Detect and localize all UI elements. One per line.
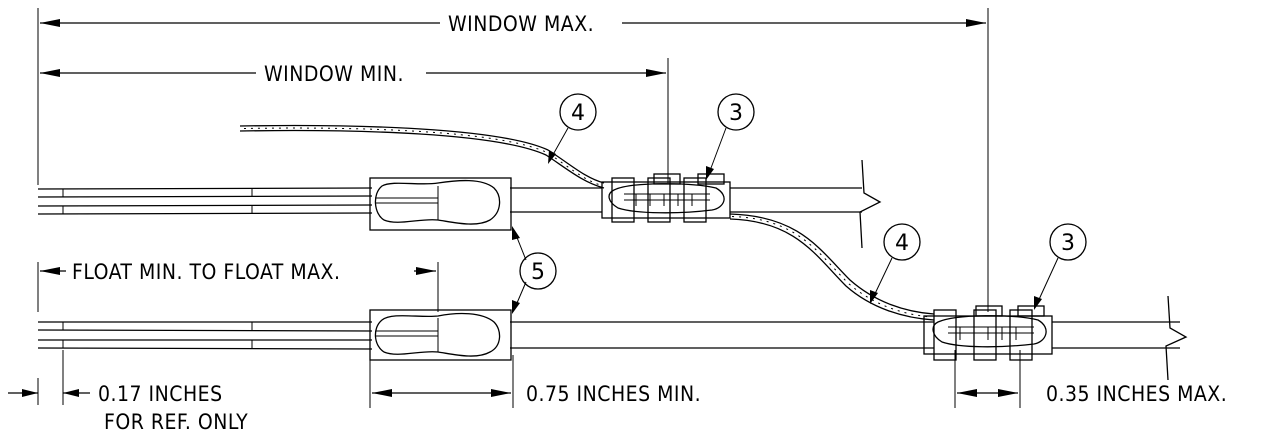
lower-cable-clip (923, 305, 1053, 361)
lower-lead-wires (37, 321, 373, 350)
upper-cable-clip (601, 173, 731, 223)
lower-float-switch (369, 309, 512, 361)
ref-only-label: FOR REF. ONLY (104, 410, 248, 434)
dim-075-label: 0.75 INCHES MIN. (526, 382, 701, 406)
callout-upper-lead: 4 (548, 93, 597, 164)
svg-text:4: 4 (571, 101, 585, 126)
svg-text:3: 3 (729, 101, 743, 126)
interconnect-lead (729, 213, 935, 321)
window-min-dimension: WINDOW MIN. (40, 62, 666, 86)
callout-lower-lead: 4 (870, 223, 921, 304)
dim-035-label: 0.35 INCHES MAX. (1046, 382, 1227, 406)
upper-lead-wires (37, 187, 373, 215)
window-max-dimension: WINDOW MAX. (40, 12, 986, 36)
svg-text:3: 3 (1061, 231, 1075, 256)
window-min-label: WINDOW MIN. (264, 62, 404, 86)
cable-break-mark (1165, 295, 1188, 381)
svg-text:5: 5 (531, 260, 545, 285)
dimension-035: 0.35 INCHES MAX. (957, 382, 1227, 406)
upper-braided-lead (239, 124, 605, 189)
callout-lower-clip: 3 (1034, 223, 1087, 310)
float-range-dimension: FLOAT MIN. TO FLOAT MAX. (40, 260, 436, 284)
dimension-075: 0.75 INCHES MIN. (372, 382, 701, 406)
upper-float-switch-assembly (37, 124, 882, 249)
svg-text:4: 4 (895, 231, 909, 256)
lower-float-switch-assembly (37, 295, 1188, 381)
window-max-label: WINDOW MAX. (448, 12, 594, 36)
dimension-017: 0.17 INCHES FOR REF. ONLY (8, 382, 248, 434)
callout-upper-clip: 3 (706, 93, 755, 180)
float-range-label: FLOAT MIN. TO FLOAT MAX. (72, 260, 341, 284)
dim-017-label: 0.17 INCHES (98, 382, 223, 406)
callout-float-switch: 5 (512, 226, 557, 314)
upper-float-switch (369, 177, 512, 231)
cable-break-mark (859, 159, 882, 249)
